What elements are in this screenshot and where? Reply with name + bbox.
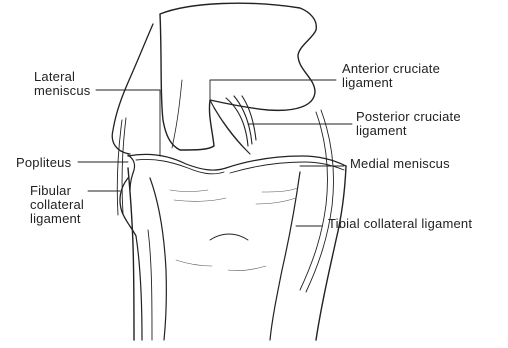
posterior-cruciate — [226, 96, 256, 146]
label-tibial-collateral-ligament: Tibial collateral ligament — [328, 217, 472, 231]
femur-outline — [160, 3, 316, 150]
femur-inner-ridge — [172, 80, 182, 148]
tibia-body-left — [150, 178, 166, 340]
tibia-body-right — [270, 172, 300, 340]
femur-left-edge — [112, 24, 153, 154]
tibial-tuberosity — [210, 234, 248, 240]
label-posterior-cruciate-ligament: Posterior cruciate ligament — [356, 110, 461, 138]
tibia-shading — [170, 188, 298, 271]
label-medial-meniscus: Medial meniscus — [350, 157, 450, 171]
tibial-collateral-line-b — [306, 110, 334, 292]
label-popliteus: Popliteus — [16, 156, 71, 170]
meniscus-lateral — [128, 154, 226, 170]
tibia-outline-left — [128, 168, 134, 340]
fibular-collateral-line-b — [122, 118, 126, 214]
label-anterior-cruciate-ligament: Anterior cruciate ligament — [342, 62, 440, 90]
fibula-shaft — [136, 236, 142, 340]
leader-lateral-meniscus — [96, 90, 160, 156]
tibia-outline-right — [316, 166, 346, 340]
label-lateral-meniscus: Lateral meniscus — [34, 70, 91, 98]
label-fibular-collateral-ligament: Fibular collateral ligament — [30, 184, 84, 226]
fibula-shaft-inner — [148, 230, 152, 340]
leader-anterior-cruciate — [210, 80, 336, 100]
tibial-collateral-line-a — [300, 112, 328, 290]
